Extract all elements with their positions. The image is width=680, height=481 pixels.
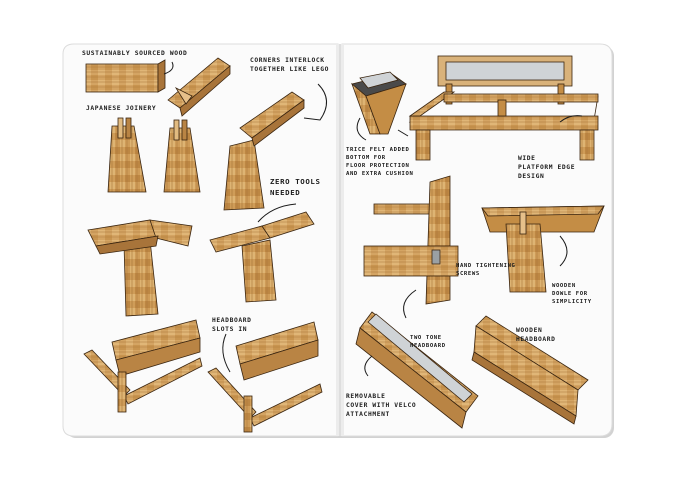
removable-cover-sketch <box>355 311 479 429</box>
arrow-icon <box>257 203 297 223</box>
screw-joint-sketch <box>363 175 459 305</box>
arrow-icon <box>397 129 409 137</box>
joinery-leg-sketch <box>107 117 147 193</box>
arrow-icon <box>222 333 231 373</box>
wooden-headboard-sketch <box>471 315 589 425</box>
note-zero-tools: ZERO TOOLS NEEDED <box>270 177 321 197</box>
joinery-assembled-sketch <box>223 91 305 211</box>
note-headboard-slots: HEADBOARD SLOTS IN <box>212 317 252 333</box>
joint-assembly-sketch <box>209 211 315 303</box>
dowel-joint-sketch <box>481 205 605 293</box>
arrow-icon <box>559 115 583 123</box>
headboard-slot-sketch <box>83 319 203 413</box>
arrow-icon <box>364 355 373 377</box>
arrow-icon <box>303 83 327 121</box>
felt-leg-sketch <box>351 71 407 135</box>
bed-frame-sketch <box>408 55 599 161</box>
arrow-icon <box>403 289 417 319</box>
note-wooden-dowel: WOODEN DOWLE FOR SIMPLICITY <box>552 283 592 305</box>
headboard-slot-sketch <box>207 321 323 433</box>
note-hand-screws: HAND TIGHTENING SCREWS <box>456 263 516 277</box>
arrow-icon <box>356 117 367 141</box>
joint-assembly-sketch <box>87 219 193 317</box>
note-wooden-headboard: WOODEN HEADBOARD <box>516 327 556 343</box>
note-corners-interlock: CORNERS INTERLOCK TOGETHER LIKE LEGO <box>250 57 330 73</box>
note-japanese-joinery: JAPANESE JOINERY <box>86 105 157 112</box>
note-felt-bottom: TRICE FELT ADDED BOTTOM FOR FLOOR PROTEC… <box>346 147 414 177</box>
arrow-icon <box>163 61 174 75</box>
joinery-leg-sketch <box>163 119 201 193</box>
note-platform-edge: WIDE PLATFORM EDGE DESIGN <box>518 155 576 180</box>
note-sustainably-sourced: SUSTAINABLY SOURCED WOOD <box>82 50 188 57</box>
interlocking-corner-sketch <box>167 57 231 117</box>
note-removable-cover: REMOVABLE COVER WITH VELCO ATTACHMENT <box>346 393 417 418</box>
arrow-icon <box>559 235 568 267</box>
wood-plank-sketch <box>85 59 166 93</box>
note-two-tone: TWO TONE HEADBOARD <box>410 335 446 349</box>
